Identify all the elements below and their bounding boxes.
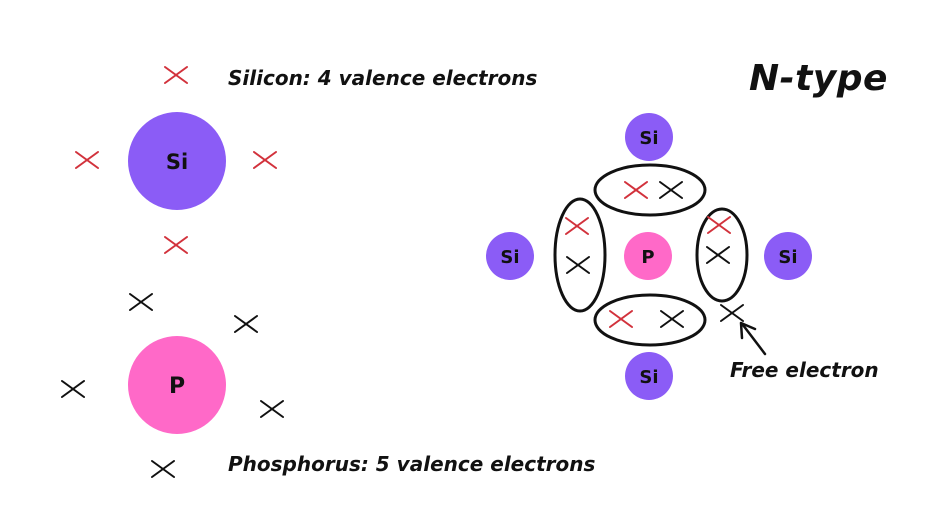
phosphorus-caption: Phosphorus: 5 valence electrons <box>228 452 596 476</box>
silicon-atom-label: Si <box>166 150 188 174</box>
lattice-silicon-left: Si <box>486 232 534 280</box>
phosphorus-electron-4 <box>260 400 284 418</box>
silicon-caption: Silicon: 4 valence electrons <box>228 66 538 90</box>
phosphorus-electron-5 <box>151 460 175 478</box>
bond-left-phosphorus-electron <box>566 256 590 274</box>
lattice-silicon-left-label: Si <box>500 247 519 268</box>
bond-right-silicon-electron <box>707 216 731 234</box>
lattice-phosphorus-label: P <box>641 247 654 268</box>
bond-ellipse-bottom <box>593 293 707 347</box>
free-electron-arrow <box>739 321 767 356</box>
silicon-atom: Si <box>128 112 226 210</box>
bond-left-silicon-electron <box>565 217 589 235</box>
lattice-silicon-bottom-circle <box>625 352 673 400</box>
bond-bottom-silicon-electron <box>609 310 633 328</box>
lattice-silicon-right: Si <box>764 232 812 280</box>
phosphorus-atom-circle <box>128 336 226 434</box>
bond-top-silicon-electron <box>624 181 648 199</box>
lattice-silicon-top-circle <box>625 113 673 161</box>
silicon-valence-electrons <box>75 66 277 254</box>
silicon-electron-bottom <box>164 236 188 254</box>
lattice-silicon-top-label: Si <box>639 128 658 149</box>
free-electron <box>720 304 744 322</box>
bond-bottom-phosphorus-electron <box>660 310 684 328</box>
silicon-electron-right <box>253 151 277 169</box>
bond-ellipse-right <box>695 207 749 303</box>
bond-ellipse-top <box>593 163 707 217</box>
lattice-silicon-bottom: Si <box>625 352 673 400</box>
silicon-electron-top <box>164 66 188 84</box>
phosphorus-electron-3 <box>61 380 85 398</box>
bond-top-phosphorus-electron <box>659 181 683 199</box>
lattice-silicon-left-circle <box>486 232 534 280</box>
lattice-silicon-right-label: Si <box>778 247 797 268</box>
lattice-phosphorus-center: P <box>624 232 672 280</box>
lattice-silicon-right-circle <box>764 232 812 280</box>
phosphorus-atom: P <box>128 336 226 434</box>
lattice-phosphorus-circle <box>624 232 672 280</box>
phosphorus-electron-2 <box>234 315 258 333</box>
silicon-electron-left <box>75 151 99 169</box>
lattice-silicon-bottom-label: Si <box>639 367 658 388</box>
bond-right-phosphorus-electron <box>706 246 730 264</box>
phosphorus-atom-label: P <box>169 374 185 399</box>
free-electron-caption: Free electron <box>730 358 879 382</box>
phosphorus-valence-electrons <box>61 293 284 478</box>
phosphorus-electron-1 <box>129 293 153 311</box>
ntype-title: N-type <box>749 58 888 99</box>
silicon-atom-circle <box>128 112 226 210</box>
ntype-lattice: Si Si Si Si P <box>486 113 812 400</box>
bond-ellipse-left <box>553 197 607 313</box>
lattice-silicon-top: Si <box>625 113 673 161</box>
